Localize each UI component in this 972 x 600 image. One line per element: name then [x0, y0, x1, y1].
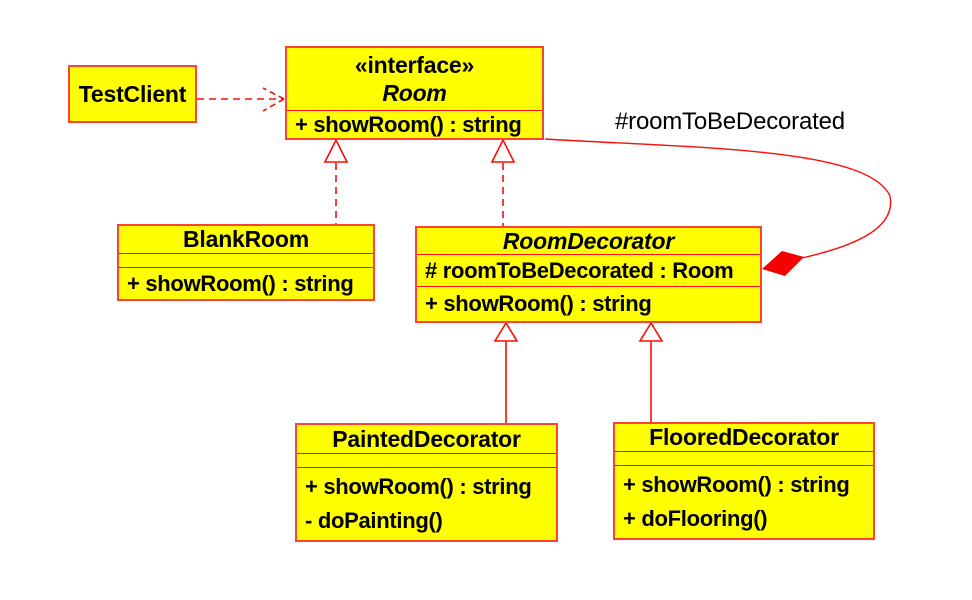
class-painteddecorator: PaintedDecorator + showRoom() : string -… — [295, 423, 558, 542]
generalization-flooreddecorator-roomdecorator — [638, 321, 664, 422]
hollow-triangle-icon — [493, 321, 519, 342]
class-roomdecorator-attributes: # roomToBeDecorated : Room — [417, 254, 760, 286]
composition-roomdecorator-room — [544, 138, 892, 276]
class-room-operations: + showRoom() : string — [287, 110, 542, 138]
class-room-name: Room — [382, 80, 447, 106]
class-blankroom-operations: + showRoom() : string — [119, 267, 373, 299]
operation: - doPainting() — [305, 508, 443, 533]
class-flooreddecorator: FlooredDecorator + showRoom() : string +… — [613, 422, 875, 540]
class-room-header: «interface» Room — [287, 48, 542, 110]
open-arrowhead-icon — [262, 98, 285, 112]
class-blankroom-attributes — [119, 253, 373, 267]
class-flooreddecorator-attributes — [615, 451, 873, 465]
class-room: «interface» Room + showRoom() : string — [285, 46, 544, 140]
class-room-stereotype: «interface» — [354, 52, 475, 78]
open-arrowhead-icon — [262, 87, 285, 100]
class-testclient-name: TestClient — [78, 80, 187, 107]
operation: + doFlooring() — [623, 506, 768, 531]
hollow-triangle-icon — [638, 321, 664, 342]
class-painteddecorator-attributes — [297, 453, 556, 467]
filled-diamond-icon — [762, 251, 804, 276]
dependency-testclient-room — [197, 87, 285, 112]
class-roomdecorator: RoomDecorator # roomToBeDecorated : Room… — [415, 226, 762, 323]
class-flooreddecorator-name: FlooredDecorator — [649, 424, 839, 450]
realization-roomdecorator-room — [490, 138, 516, 226]
operation: + showRoom() : string — [305, 474, 532, 499]
attribute: # roomToBeDecorated : Room — [425, 257, 734, 283]
operation: + showRoom() : string — [127, 270, 354, 296]
class-roomdecorator-name: RoomDecorator — [502, 227, 675, 254]
operation: + showRoom() : string — [295, 111, 522, 137]
class-blankroom-name: BlankRoom — [183, 226, 309, 252]
class-blankroom: BlankRoom + showRoom() : string — [117, 224, 375, 301]
class-roomdecorator-operations: + showRoom() : string — [417, 286, 760, 321]
class-testclient: TestClient — [68, 65, 197, 123]
realization-blankroom-room — [323, 138, 349, 224]
hollow-triangle-icon — [323, 138, 349, 163]
generalization-painteddecorator-roomdecorator — [493, 321, 519, 423]
class-painteddecorator-name: PaintedDecorator — [332, 425, 521, 452]
operation: + showRoom() : string — [623, 472, 850, 497]
operation: + showRoom() : string — [425, 291, 652, 316]
hollow-triangle-icon — [490, 138, 516, 163]
class-painteddecorator-operations: + showRoom() : string - doPainting() — [297, 467, 556, 540]
composition-edge-label: #roomToBeDecorated — [615, 108, 845, 135]
class-flooreddecorator-operations: + showRoom() : string + doFlooring() — [615, 465, 873, 538]
